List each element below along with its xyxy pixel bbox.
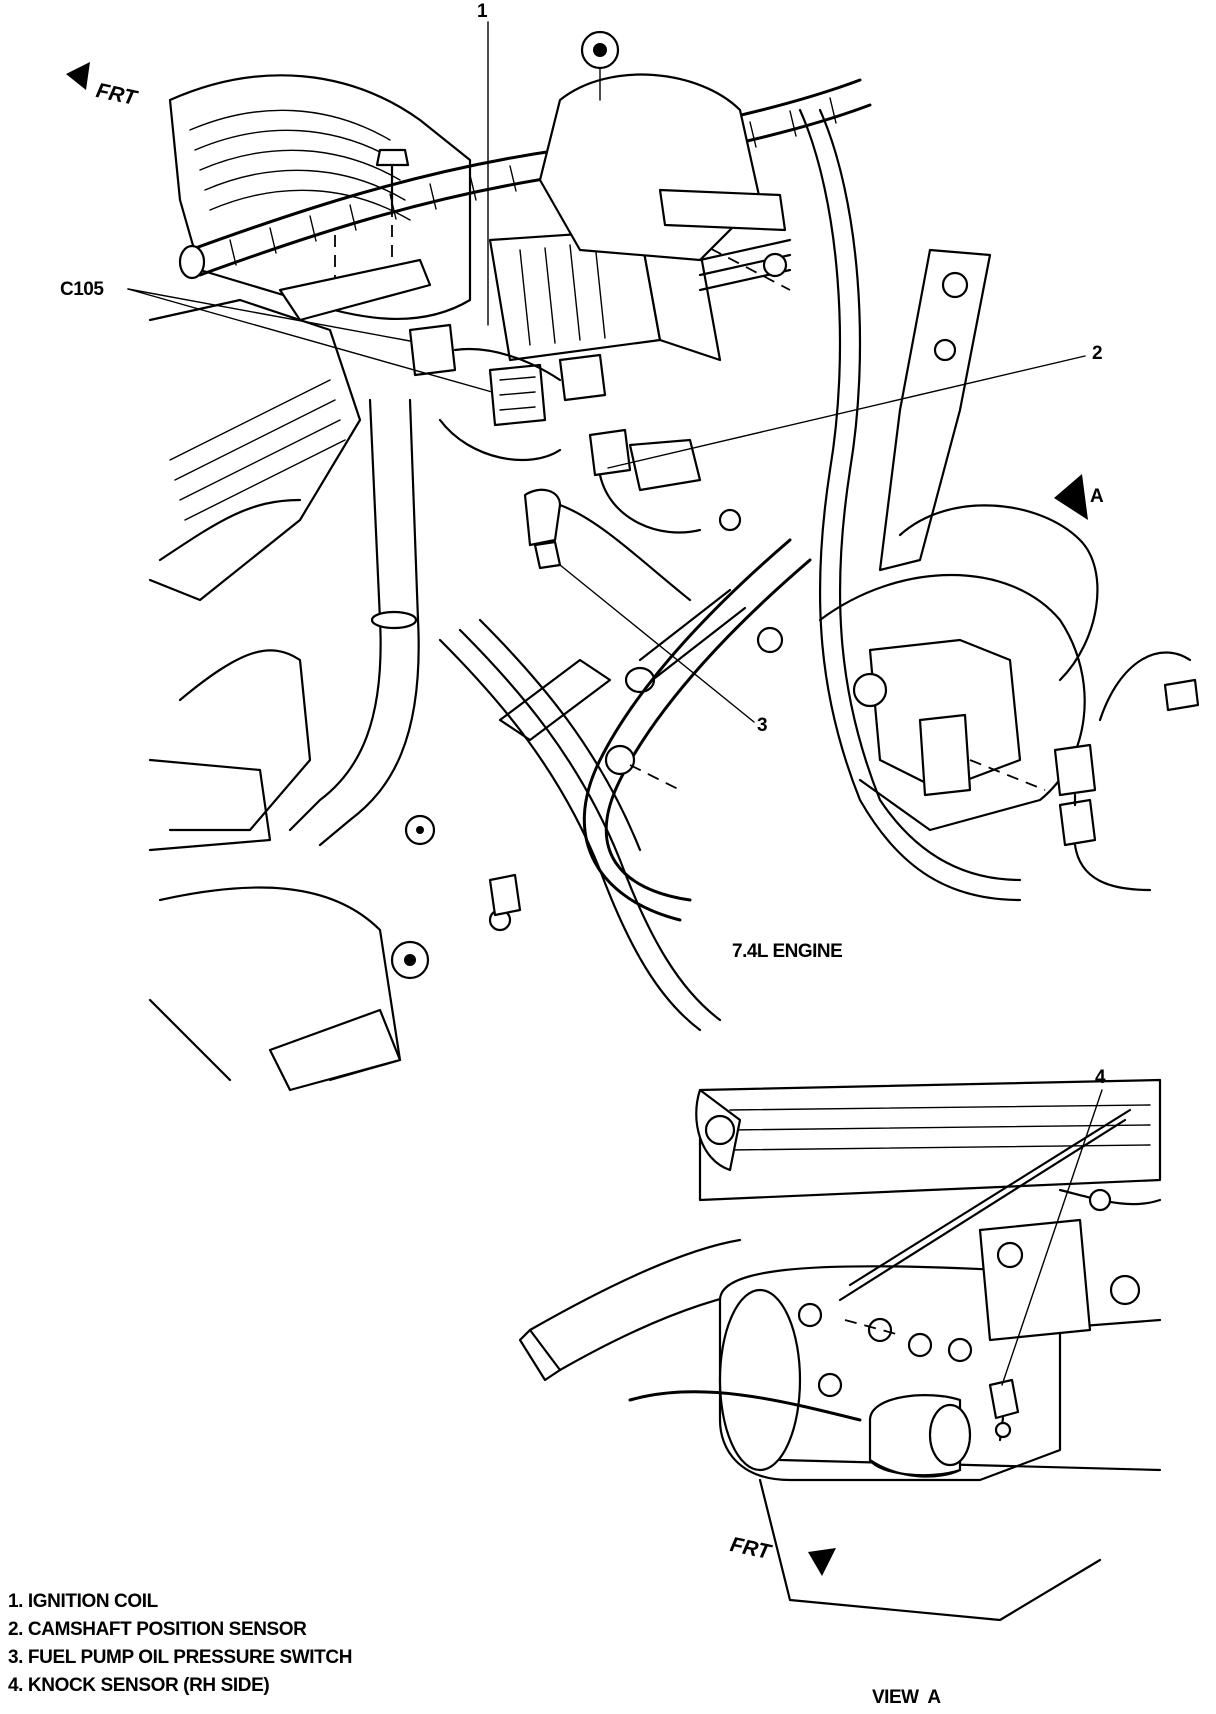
connector-c105-label: C105: [60, 279, 104, 300]
callout-2-label: 2: [1092, 343, 1103, 364]
engine-illustration: [66, 30, 1200, 1092]
callout-leaders: [127, 21, 1086, 723]
legend-item: 2. CAMSHAFT POSITION SENSOR: [8, 1619, 307, 1640]
callout-1-label: 1: [477, 1, 488, 22]
view-a-illustration: [518, 1078, 1162, 1622]
callout-4-label: 4: [1095, 1067, 1106, 1088]
view-a-caption: VIEW A: [872, 1687, 941, 1708]
parts-legend: 1. IGNITION COIL 2. CAMSHAFT POSITION SE…: [8, 1588, 352, 1700]
legend-item: 3. FUEL PUMP OIL PRESSURE SWITCH: [8, 1647, 353, 1668]
legend-item: 4. KNOCK SENSOR (RH SIDE): [8, 1675, 270, 1696]
legend-item: 1. IGNITION COIL: [8, 1591, 158, 1612]
callout-3-label: 3: [757, 715, 768, 736]
engine-caption: 7.4L ENGINE: [732, 941, 843, 962]
view-a-arrow-label: A: [1090, 486, 1104, 507]
callout-4-leader: [1001, 1089, 1103, 1386]
